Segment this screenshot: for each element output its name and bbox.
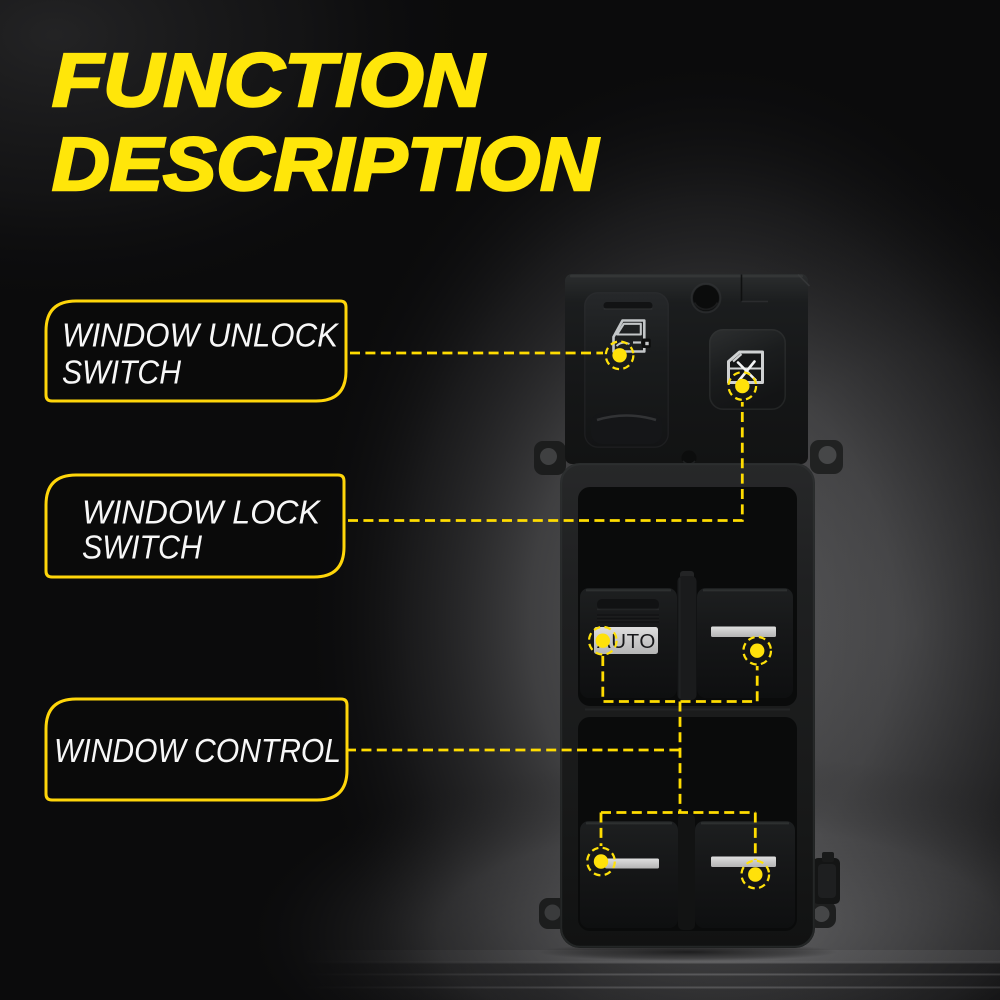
- svg-text:AUTO: AUTO: [597, 630, 656, 653]
- svg-text:WINDOW UNLOCK: WINDOW UNLOCK: [62, 318, 340, 355]
- svg-text:SWITCH: SWITCH: [62, 355, 182, 392]
- svg-text:DESCRIPTION: DESCRIPTION: [52, 122, 600, 206]
- svg-text:WINDOW CONTROL: WINDOW CONTROL: [54, 733, 341, 770]
- svg-text:SWITCH: SWITCH: [82, 530, 203, 567]
- svg-text:WINDOW LOCK: WINDOW LOCK: [82, 495, 322, 532]
- svg-text:FUNCTION: FUNCTION: [52, 38, 486, 122]
